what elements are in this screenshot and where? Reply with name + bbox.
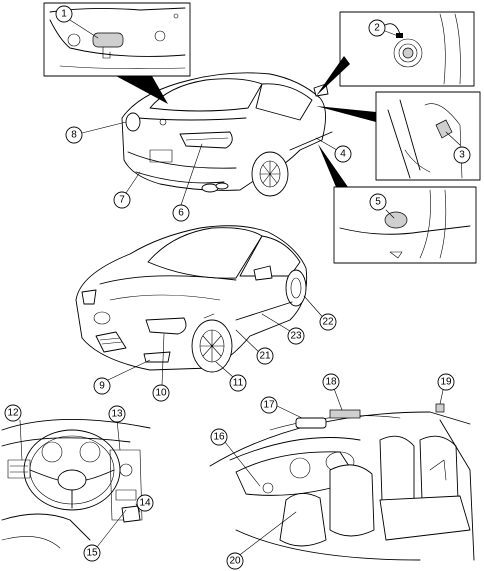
- callout-5: 5: [369, 193, 387, 211]
- detail-box-sill: [333, 186, 477, 264]
- callout-16: 16: [210, 428, 228, 446]
- svg-text:3: 3: [459, 150, 465, 161]
- callout-3: 3: [453, 146, 471, 164]
- svg-text:15: 15: [86, 548, 98, 559]
- detail-box-trunk-light: [43, 2, 191, 77]
- callout-23: 23: [287, 327, 305, 345]
- svg-text:5: 5: [375, 197, 381, 208]
- callout-21: 21: [256, 347, 274, 365]
- callout-17: 17: [260, 396, 278, 414]
- callout-18: 18: [322, 373, 340, 391]
- callout-8: 8: [65, 126, 83, 144]
- svg-text:18: 18: [325, 377, 337, 388]
- callout-12: 12: [4, 404, 22, 422]
- svg-text:20: 20: [229, 556, 241, 567]
- callout-22: 22: [319, 313, 337, 331]
- svg-text:14: 14: [139, 498, 151, 509]
- svg-text:13: 13: [111, 409, 123, 420]
- svg-text:11: 11: [233, 378, 244, 389]
- svg-text:7: 7: [119, 195, 125, 206]
- pointer-wedge-1: [116, 76, 168, 104]
- pointer-wedge-4: [318, 144, 348, 187]
- callout-19: 19: [437, 373, 455, 391]
- svg-text:16: 16: [213, 432, 225, 443]
- callout-10: 10: [152, 384, 170, 402]
- callout-20: 20: [226, 552, 244, 570]
- front-view-car: [75, 225, 308, 373]
- svg-text:23: 23: [290, 331, 302, 342]
- callout-6: 6: [172, 204, 190, 222]
- callout-2: 2: [368, 19, 386, 37]
- callout-11: 11: [229, 374, 247, 392]
- svg-text:1: 1: [61, 9, 67, 20]
- instrument-panel-view: [1, 419, 151, 549]
- svg-text:21: 21: [259, 351, 271, 362]
- pointer-wedge-2: [316, 56, 350, 96]
- detail-box-fuel-lid: [339, 11, 475, 87]
- svg-text:19: 19: [440, 377, 452, 388]
- interior-view: [209, 403, 475, 561]
- callout-13: 13: [108, 405, 126, 423]
- svg-text:12: 12: [7, 408, 19, 419]
- rear-view-car: [121, 72, 333, 197]
- svg-text:8: 8: [71, 130, 77, 141]
- pointer-wedge-3: [316, 106, 376, 122]
- svg-text:2: 2: [374, 23, 380, 34]
- svg-text:17: 17: [263, 400, 275, 411]
- callout-1: 1: [55, 5, 73, 23]
- svg-text:4: 4: [340, 149, 346, 160]
- svg-text:9: 9: [99, 381, 105, 392]
- callout-15: 15: [83, 544, 101, 562]
- svg-text:22: 22: [322, 317, 334, 328]
- callout-14: 14: [136, 494, 154, 512]
- callout-4: 4: [334, 145, 352, 163]
- callout-9: 9: [93, 377, 111, 395]
- detail-box-rear-door: [375, 91, 481, 181]
- callout-7: 7: [113, 191, 131, 209]
- svg-text:6: 6: [178, 208, 184, 219]
- svg-text:10: 10: [155, 388, 167, 399]
